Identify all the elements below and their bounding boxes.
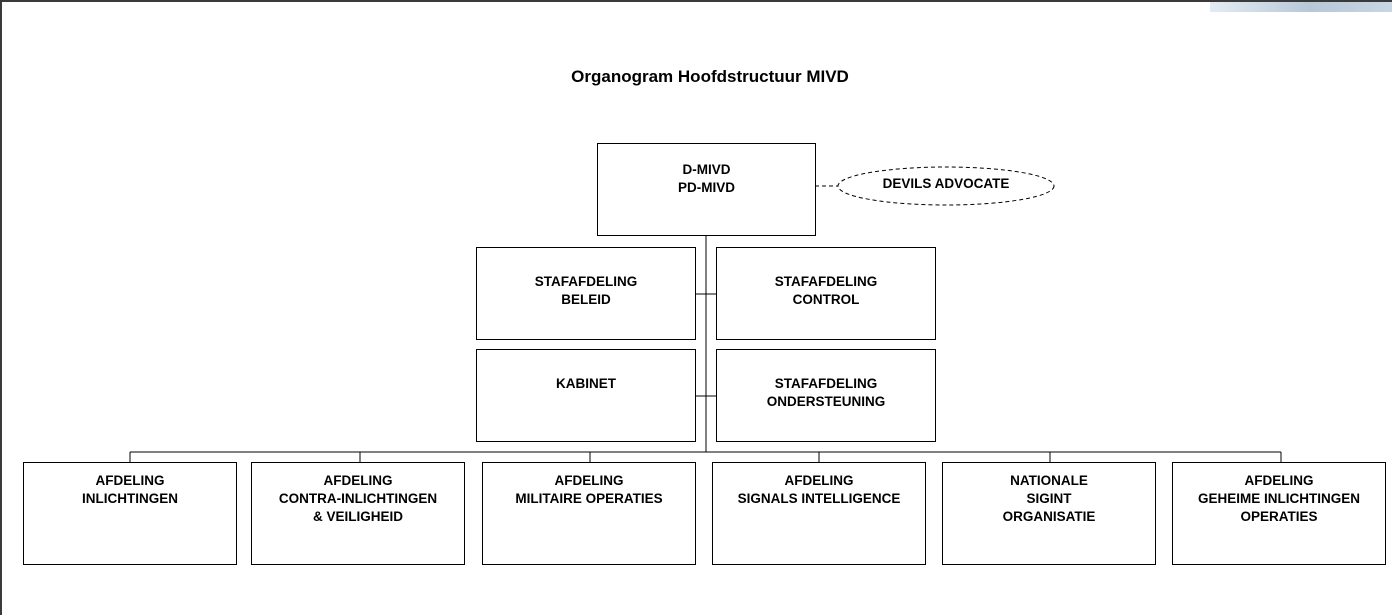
dept-3-line-2: MILITAIRE OPERATIES — [515, 491, 663, 506]
department-box-militaire-operaties: AFDELING MILITAIRE OPERATIES — [482, 462, 696, 565]
dept-2-line-2: CONTRA-INLICHTINGEN — [278, 491, 438, 506]
ondersteuning-line-2: ONDERSTEUNING — [766, 394, 886, 409]
staff-box-beleid: STAFAFDELING BELEID — [476, 247, 696, 340]
director-line-1: D-MIVD — [682, 162, 731, 177]
department-box-contra-inlichtingen: AFDELING CONTRA-INLICHTINGEN & VEILIGHEI… — [251, 462, 465, 565]
staff-box-control: STAFAFDELING CONTROL — [716, 247, 936, 340]
department-box-inlichtingen: AFDELING INLICHTINGEN — [23, 462, 237, 565]
control-line-1: STAFAFDELING — [774, 274, 878, 289]
dept-4-line-2: SIGNALS INTELLIGENCE — [737, 491, 901, 506]
kabinet-line-1: KABINET — [556, 376, 616, 391]
dept-6-line-1: AFDELING — [1244, 473, 1314, 488]
dept-6-line-2: GEHEIME INLICHTINGEN — [1197, 491, 1360, 506]
department-box-geheime-inlichtingen: AFDELING GEHEIME INLICHTINGEN OPERATIES — [1172, 462, 1386, 565]
beleid-line-2: BELEID — [561, 292, 611, 307]
director-box: D-MIVD PD-MIVD — [597, 143, 816, 236]
dept-5-line-3: ORGANISATIE — [1002, 509, 1096, 524]
dept-6-line-3: OPERATIES — [1240, 509, 1318, 524]
devils-advocate-label: DEVILS ADVOCATE — [882, 176, 1010, 191]
director-line-2: PD-MIVD — [678, 180, 735, 195]
department-box-nationale-sigint: NATIONALE SIGINT ORGANISATIE — [942, 462, 1156, 565]
dept-4-line-1: AFDELING — [784, 473, 854, 488]
advocate-ellipse — [837, 166, 1055, 206]
beleid-line-1: STAFAFDELING — [534, 274, 638, 289]
title-line-2: Hoofdstructuur MIVD — [677, 67, 849, 86]
dept-2-line-3: & VEILIGHEID — [312, 509, 403, 524]
dept-2-line-1: AFDELING — [323, 473, 393, 488]
title-line-1: Organogram — [571, 67, 674, 86]
diagram-title: Organogram Hoofdstructuur MIVD — [560, 66, 860, 88]
dept-5-line-1: NATIONALE — [1010, 473, 1088, 488]
staff-box-kabinet: KABINET — [476, 349, 696, 442]
staff-box-ondersteuning: STAFAFDELING ONDERSTEUNING — [716, 349, 936, 442]
dept-1-line-1: AFDELING — [95, 473, 165, 488]
control-line-2: CONTROL — [792, 292, 860, 307]
ondersteuning-line-1: STAFAFDELING — [774, 376, 878, 391]
dept-5-line-2: SIGINT — [1026, 491, 1072, 506]
dept-1-line-2: INLICHTINGEN — [82, 491, 178, 506]
department-box-signals-intelligence: AFDELING SIGNALS INTELLIGENCE — [712, 462, 926, 565]
corner-decoration — [1210, 0, 1392, 12]
dept-3-line-1: AFDELING — [554, 473, 624, 488]
